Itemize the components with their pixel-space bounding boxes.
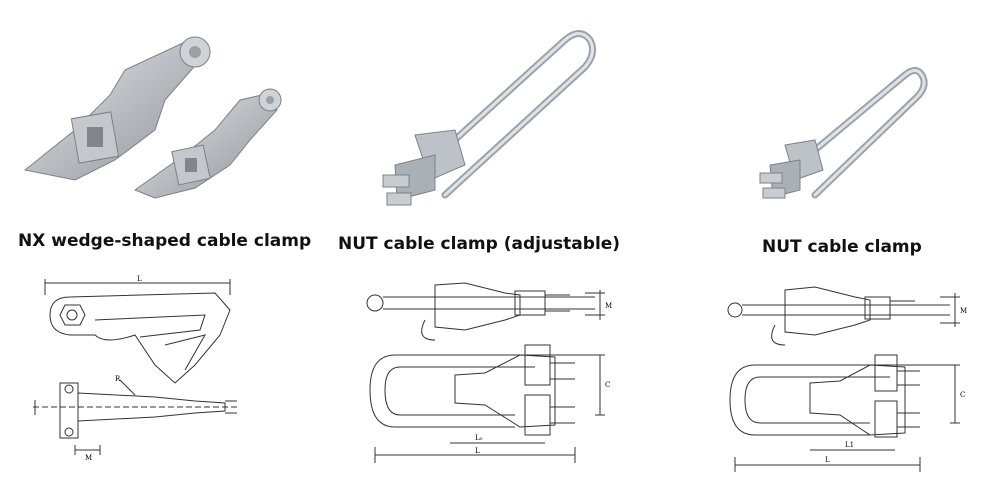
dim-label-length: L — [475, 447, 480, 455]
dim-label-length-1: L1 — [845, 441, 854, 449]
nx-wedge-clamp-drawing: L R M — [33, 275, 240, 462]
dim-label-thread: M — [605, 302, 612, 310]
nut-clamp-photo — [759, 67, 928, 199]
nut-adjustable-clamp-drawing: M C L₀ L — [366, 282, 612, 463]
dim-label-thread: M — [960, 307, 967, 315]
nut-adjustable-clamp-photo — [382, 30, 597, 206]
caption-nut-adjustable-clamp: NUT cable clamp (adjustable) — [338, 234, 621, 254]
dim-label-length: L — [825, 456, 830, 464]
dim-label-radius: R — [115, 375, 121, 383]
dim-label-height: C — [605, 381, 610, 389]
dim-label-length-o: L₀ — [475, 434, 483, 442]
dim-label-thread: M — [85, 454, 92, 462]
caption-nut-clamp: NUT cable clamp — [762, 237, 922, 257]
caption-nx-wedge-clamp: NX wedge-shaped cable clamp — [18, 231, 312, 251]
nx-wedge-clamp-photo — [23, 36, 282, 199]
dim-label-height: C — [960, 391, 965, 399]
dim-label-length: L — [137, 275, 142, 283]
nut-clamp-drawing: M C L1 L — [727, 286, 967, 472]
